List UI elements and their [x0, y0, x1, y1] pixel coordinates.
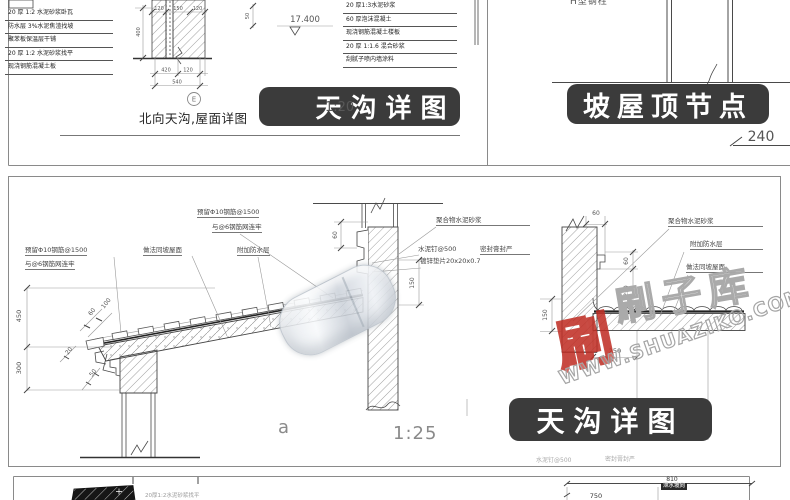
detail-bubble	[187, 92, 201, 106]
badge-text: 天沟详图	[315, 94, 456, 124]
dim-60-wall-top: 60	[592, 210, 600, 217]
dim-300: 300	[15, 362, 23, 374]
dim-250-right: 250	[623, 285, 630, 297]
dim-60-slope: 60	[87, 307, 97, 317]
elevation-marker-icon	[289, 26, 301, 36]
dim-540: 540	[172, 80, 182, 86]
dim-750: 750	[590, 492, 602, 500]
dim-20-slope: 20	[64, 346, 74, 356]
dim-100-slope: 100	[100, 297, 113, 310]
dim-250-bottom: 250	[609, 347, 621, 355]
dim-60-mid: 60	[332, 231, 339, 239]
waterproof-roll-scallops	[597, 306, 743, 312]
badge-gutter-detail-bottom: 天沟详图	[509, 398, 712, 441]
bottom-strip-drawing: 810 750	[71, 476, 756, 500]
dim-400: 400	[136, 27, 142, 37]
dim-50-slope: 50	[88, 368, 98, 378]
object-crease	[341, 276, 365, 328]
panel-borders	[8, 0, 790, 500]
parapet-wall-drawing: 60 150	[313, 197, 468, 416]
top-left-section-drawing: 120 150 120 400 420 120 540 E 17.400 50	[8, 0, 479, 136]
badge-roof-node: 坡屋顶节点	[567, 84, 769, 124]
badge-text: 坡屋顶节点	[583, 91, 753, 123]
badge-gutter-detail-top: 1:20 天沟详图	[259, 87, 460, 126]
dim-150: 150	[173, 6, 183, 12]
dim-120c: 120	[183, 68, 193, 74]
dim-60-right: 60	[623, 257, 630, 265]
dim-420: 420	[161, 68, 171, 74]
dim-150-mid: 150	[409, 277, 416, 289]
bubble-letter: E	[192, 96, 196, 104]
top-right-roof-node-drawing: 240	[552, 0, 790, 147]
dim-810: 810	[666, 476, 678, 483]
elevation-value: 17.400	[290, 15, 320, 25]
dim-150-right: 150	[542, 309, 549, 321]
badge-scale-hint: 1:20	[325, 100, 355, 115]
dim-120a: 120	[154, 6, 164, 12]
dim-120b: 120	[193, 6, 203, 12]
gutter-detail-drawing: 60 60 250 150 250	[540, 210, 746, 440]
badge-text: 天沟详图	[536, 404, 685, 438]
dim-450: 450	[15, 310, 23, 322]
dim-240: 240	[748, 129, 775, 145]
dim-50-top: 50	[245, 13, 251, 19]
